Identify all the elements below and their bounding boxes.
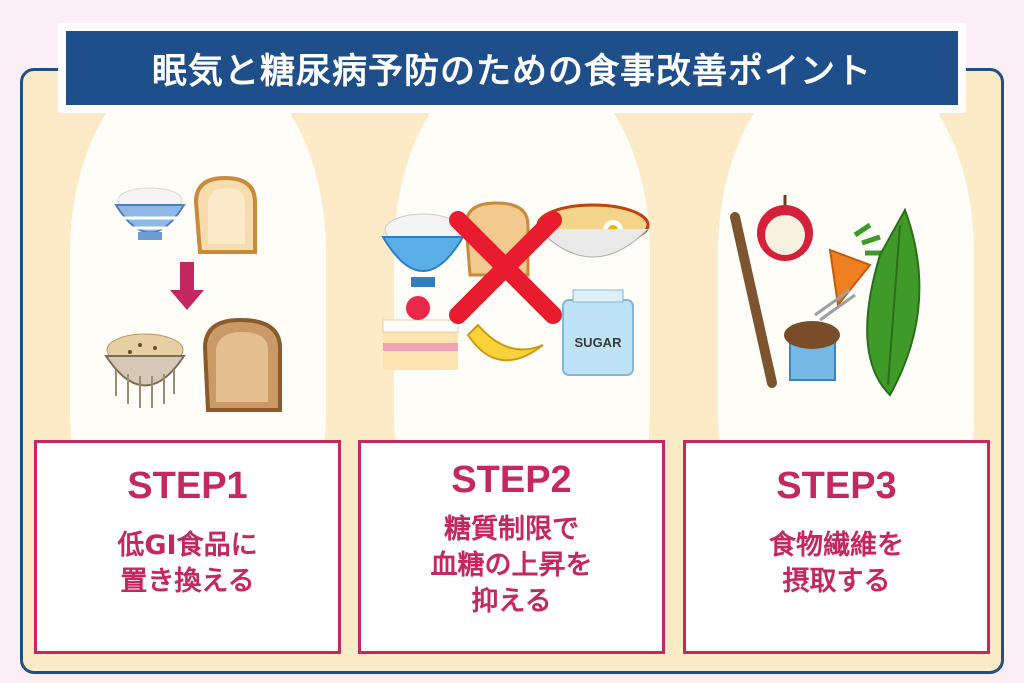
leafy-green-icon (866, 207, 921, 397)
step3-label: STEP3 (776, 465, 897, 507)
natto-icon (784, 288, 856, 381)
step1-card: STEP1 低GI食品に 置き換える (34, 440, 341, 654)
step3-card: STEP3 食物繊維を 摂取する (683, 440, 990, 654)
page-title: 眠気と糖尿病予防のための食事改善ポイント (66, 31, 958, 105)
white-rice-bowl-icon (114, 187, 186, 240)
step2-label: STEP2 (451, 459, 572, 501)
title-frame: 眠気と糖尿病予防のための食事改善ポイント (58, 23, 966, 113)
apple-icon (757, 195, 813, 261)
banana-icon (466, 323, 544, 362)
rice-bowl-icon (381, 213, 465, 287)
step1-description: 低GI食品に 置き換える (117, 530, 258, 597)
step2-illustration: SUGAR (381, 201, 650, 376)
cross-mark-icon (449, 211, 562, 324)
ramen-bowl-icon (536, 203, 650, 258)
sugar-label: SUGAR (575, 335, 623, 350)
step3-description: 食物繊維を 摂取する (769, 530, 904, 597)
step1-illustration (104, 175, 282, 412)
white-bread-icon (193, 175, 257, 254)
step2-description: 糖質制限で 血糖の上昇を 抑える (430, 514, 593, 617)
sugar-jar-icon: SUGAR (562, 289, 634, 376)
step1-label: STEP1 (127, 465, 248, 507)
down-arrow-icon (170, 262, 204, 310)
shortcake-icon (382, 296, 459, 370)
step2-card: STEP2 糖質制限で 血糖の上昇を 抑える (358, 440, 665, 654)
burdock-root-icon (730, 212, 777, 388)
brown-rice-bowl-icon (104, 333, 186, 408)
step3-illustration (730, 195, 921, 397)
whole-wheat-bread-icon (202, 317, 282, 412)
